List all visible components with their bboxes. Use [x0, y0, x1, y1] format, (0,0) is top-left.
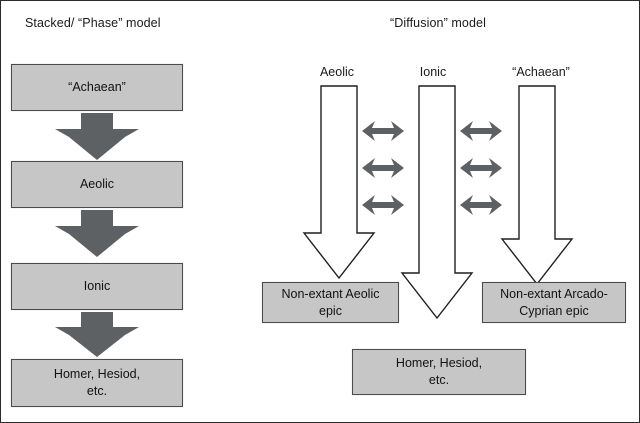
left-box-homer-label-line2: etc. [86, 384, 108, 398]
right-box-non-extant-aeolic-epic-line1: Non-extant Aeolic [281, 286, 380, 301]
right-box-non-extant-arcado-cyprian-epic: Non-extant Arcado- Cyprian epic [482, 282, 626, 323]
right-box-non-extant-arcado-cyprian-epic-line1: Non-extant Arcado- [500, 286, 608, 301]
right-hollow-arrow-aeolic [302, 85, 376, 280]
right-column-label-ionic: Ionic [419, 65, 447, 79]
left-box-achaean-label: “Achaean” [68, 80, 126, 95]
left-panel-title: Stacked/ “Phase” model [25, 16, 161, 30]
right-box-non-extant-arcado-cyprian-epic-line2: Cyprian epic [519, 303, 589, 318]
right-hollow-arrow-ionic [400, 85, 474, 320]
left-box-ionic-label: Ionic [83, 279, 111, 294]
left-arrow-aeolic-to-ionic [55, 210, 139, 257]
right-column-label-aeolic: Aeolic [319, 65, 355, 79]
right-hollow-arrow-achaean [500, 85, 574, 286]
left-arrow-achaean-to-aeolic [55, 113, 139, 160]
right-panel-title: “Diffusion” model [390, 16, 486, 30]
right-exchange-arrow-ionic-achaean-1 [460, 121, 502, 141]
right-column-label-achaean: “Achaean” [512, 65, 570, 79]
left-box-ionic: Ionic [11, 263, 183, 310]
left-box-homer: Homer, Hesiod, etc. [11, 359, 183, 407]
right-box-non-extant-aeolic-epic-line2: epic [319, 303, 342, 318]
left-box-achaean: “Achaean” [11, 64, 183, 111]
right-exchange-arrow-aeolic-ionic-1 [362, 121, 404, 141]
left-box-homer-label-line1: Homer, Hesiod, [53, 367, 141, 382]
right-exchange-arrow-aeolic-ionic-2 [362, 158, 404, 178]
right-exchange-arrow-ionic-achaean-3 [460, 195, 502, 215]
right-exchange-arrow-aeolic-ionic-3 [362, 195, 404, 215]
right-box-homer: Homer, Hesiod, etc. [352, 349, 526, 395]
left-box-aeolic: Aeolic [11, 161, 183, 208]
left-arrow-ionic-to-homer [55, 312, 139, 357]
right-box-homer-line1: Homer, Hesiod, [395, 356, 483, 371]
right-box-non-extant-aeolic-epic: Non-extant Aeolic epic [262, 282, 399, 323]
right-exchange-arrow-ionic-achaean-2 [460, 158, 502, 178]
right-box-homer-line2: etc. [428, 373, 450, 387]
left-box-aeolic-label: Aeolic [79, 177, 115, 192]
